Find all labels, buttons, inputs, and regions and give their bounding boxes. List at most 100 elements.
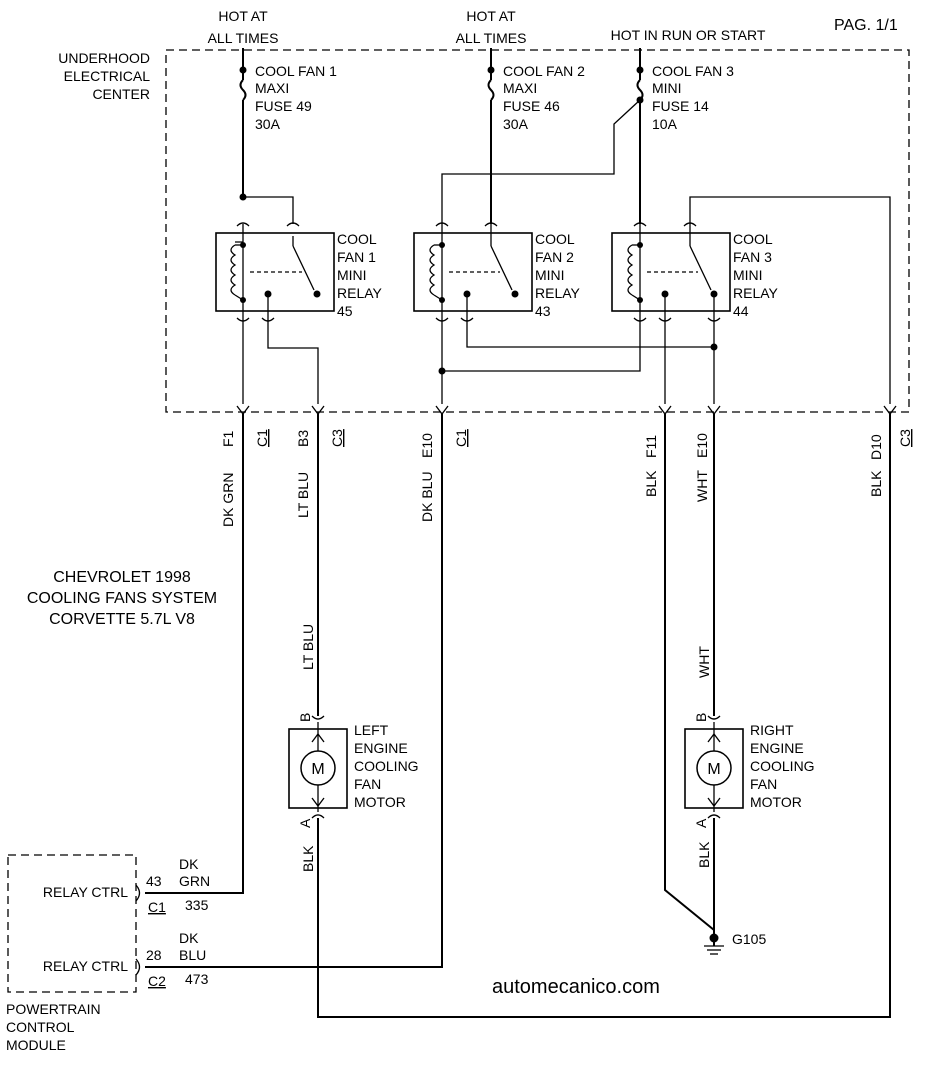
svg-text:FUSE 49: FUSE 49 [255,98,312,114]
relay-43: COOL FAN 2 MINI RELAY 43 [413,224,581,319]
svg-text:BLK: BLK [300,845,316,872]
svg-text:MOTOR: MOTOR [354,794,406,810]
svg-text:M: M [311,761,324,778]
svg-text:FAN 1: FAN 1 [337,249,376,265]
svg-text:BLK: BLK [868,470,884,497]
fuse-46: COOL FAN 2 MAXI FUSE 46 30A [487,48,585,224]
svg-text:LT BLU: LT BLU [300,624,316,670]
svg-text:DK GRN: DK GRN [220,473,236,527]
svg-text:BLU: BLU [179,947,206,963]
svg-text:RELAY CTRL: RELAY CTRL [43,884,128,900]
svg-text:F1: F1 [220,430,236,447]
svg-text:COOLING: COOLING [354,758,419,774]
svg-text:CORVETTE 5.7L V8: CORVETTE 5.7L V8 [49,611,195,628]
svg-text:WHT: WHT [694,470,710,502]
svg-text:RELAY: RELAY [535,285,581,301]
svg-text:E10: E10 [419,433,435,458]
powertrain-control-module: RELAY CTRL 43 C1 DK GRN 335 RELAY CTRL 2… [6,854,210,1053]
svg-text:335: 335 [185,897,209,913]
ground-g105: G105 [704,931,766,955]
svg-text:POWERTRAIN: POWERTRAIN [6,1001,101,1017]
svg-text:COOL: COOL [535,231,575,247]
pcm-box [7,854,137,993]
svg-text:C1: C1 [148,899,166,915]
fuse-49: COOL FAN 1 MAXI FUSE 49 30A [239,48,337,197]
svg-text:C1: C1 [254,429,270,447]
svg-text:RIGHT: RIGHT [750,722,794,738]
svg-text:FUSE 46: FUSE 46 [503,98,560,114]
svg-text:COOL: COOL [733,231,773,247]
svg-text:43: 43 [535,303,551,319]
svg-text:GRN: GRN [179,873,210,889]
svg-text:D10: D10 [868,434,884,460]
svg-text:BLK: BLK [643,470,659,497]
svg-text:DK: DK [179,930,199,946]
svg-text:30A: 30A [255,116,281,132]
svg-text:44: 44 [733,303,749,319]
svg-text:MINI: MINI [733,267,763,283]
svg-text:COOL FAN 3: COOL FAN 3 [652,63,734,79]
svg-text:C3: C3 [329,429,345,447]
relay-45: COOL FAN 1 MINI RELAY 45 [215,224,383,319]
svg-text:ENGINE: ENGINE [750,740,804,756]
svg-text:RELAY: RELAY [337,285,383,301]
svg-text:A: A [693,818,709,828]
svg-text:CONTROL: CONTROL [6,1019,75,1035]
power-label-fan2: HOT AT ALL TIMES [456,8,527,46]
relay-44: COOL FAN 3 MINI RELAY 44 [611,224,779,319]
svg-text:COOL FAN 2: COOL FAN 2 [503,63,585,79]
svg-text:10A: 10A [652,116,678,132]
svg-text:473: 473 [185,971,209,987]
svg-text:UNDERHOOD: UNDERHOOD [58,50,150,66]
power-label-fan3: HOT IN RUN OR START [611,27,766,43]
svg-text:MINI: MINI [535,267,565,283]
svg-text:RELAY CTRL: RELAY CTRL [43,958,128,974]
svg-text:MOTOR: MOTOR [750,794,802,810]
svg-text:MINI: MINI [337,267,367,283]
underhood-label: UNDERHOOD ELECTRICAL CENTER [58,50,150,102]
power-label-fan1: HOT AT ALL TIMES [208,8,279,46]
svg-text:FAN: FAN [750,776,777,792]
svg-text:ALL TIMES: ALL TIMES [208,30,279,46]
svg-text:COOLING: COOLING [750,758,815,774]
svg-text:B3: B3 [295,430,311,447]
svg-text:C3: C3 [897,429,913,447]
svg-text:RELAY: RELAY [733,285,779,301]
svg-text:C1: C1 [453,429,469,447]
svg-text:ENGINE: ENGINE [354,740,408,756]
svg-text:LT BLU: LT BLU [295,472,311,518]
svg-text:C2: C2 [148,973,166,989]
svg-text:F11: F11 [643,435,659,458]
svg-text:ALL TIMES: ALL TIMES [456,30,527,46]
svg-text:MAXI: MAXI [503,80,537,96]
svg-text:B: B [297,713,313,722]
svg-text:45: 45 [337,303,353,319]
diagram-title: CHEVROLET 1998 COOLING FANS SYSTEM CORVE… [27,569,217,628]
svg-text:A: A [297,818,313,828]
right-fan-motor: WHT B M A BLK RIGHT ENGINE COOLING FAN M… [684,646,815,868]
svg-text:MODULE: MODULE [6,1037,66,1053]
svg-text:30A: 30A [503,116,529,132]
svg-text:FAN: FAN [354,776,381,792]
svg-text:28: 28 [146,947,162,963]
connector-markers [236,405,897,416]
svg-text:MINI: MINI [652,80,682,96]
svg-text:CHEVROLET 1998: CHEVROLET 1998 [53,569,191,586]
svg-text:ELECTRICAL: ELECTRICAL [64,68,151,84]
svg-text:COOL FAN 1: COOL FAN 1 [255,63,337,79]
svg-text:COOL: COOL [337,231,377,247]
underhood-electrical-center-box [165,49,910,413]
left-fan-motor: LT BLU B M A BLK LEFT ENGINE COOLING FAN… [288,624,419,872]
svg-text:CENTER: CENTER [92,86,150,102]
svg-text:WHT: WHT [696,646,712,678]
svg-text:HOT AT: HOT AT [218,8,268,24]
svg-text:FAN 3: FAN 3 [733,249,772,265]
svg-text:LEFT: LEFT [354,722,389,738]
connector-labels: F1 C1 DK GRN B3 C3 LT BLU E10 C1 DK BLU … [220,429,913,527]
svg-text:MAXI: MAXI [255,80,289,96]
svg-text:G105: G105 [732,931,766,947]
svg-text:E10: E10 [694,433,710,458]
svg-text:DK: DK [179,856,199,872]
relay-terminal-markers [236,222,721,322]
